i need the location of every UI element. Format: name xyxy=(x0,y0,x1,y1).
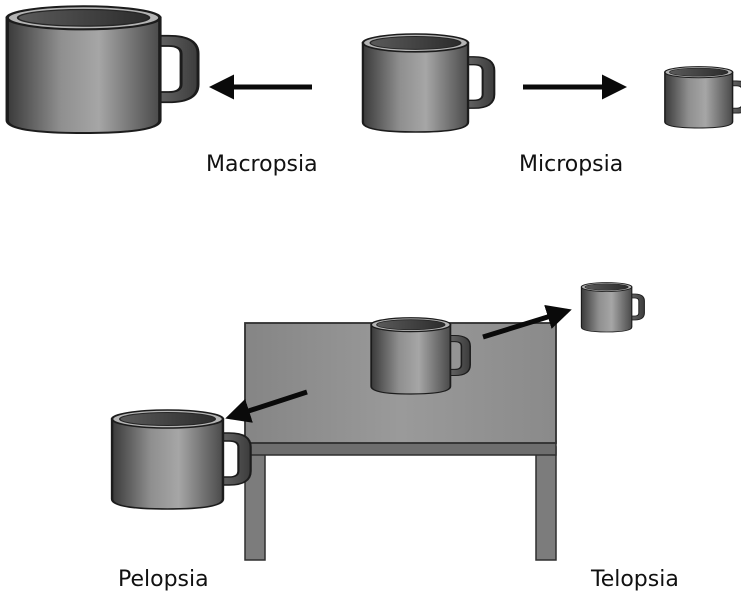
mug-icon-telopsia xyxy=(580,281,645,333)
mug-icon-pelopsia xyxy=(110,408,252,511)
label-micropsia: Micropsia xyxy=(519,152,624,177)
label-pelopsia: Pelopsia xyxy=(118,567,209,592)
label-telopsia: Telopsia xyxy=(591,567,679,592)
mug-icon-macropsia xyxy=(5,4,200,135)
arrow-icon-pelopsia xyxy=(225,389,308,423)
mug-icon-normal xyxy=(361,32,496,134)
mug-icon-micropsia xyxy=(664,65,741,129)
arrow-icon-telopsia xyxy=(482,304,572,340)
label-macropsia: Macropsia xyxy=(206,152,318,177)
